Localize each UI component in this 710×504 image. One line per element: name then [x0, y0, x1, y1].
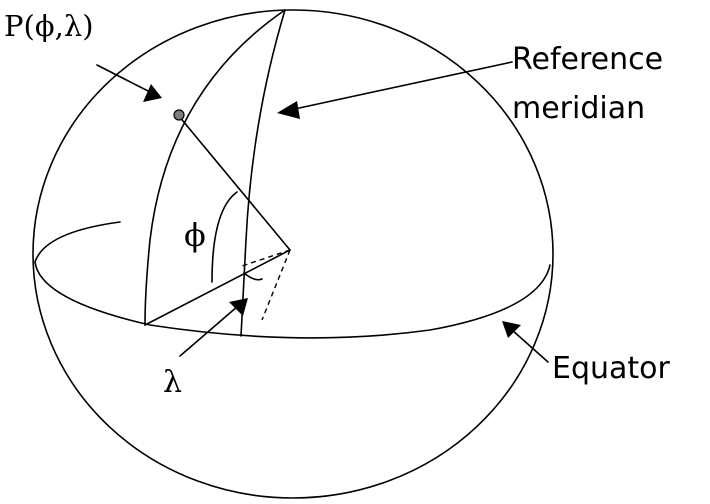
- point-label-arrowhead: [143, 84, 162, 102]
- meridian-label-arrow-line: [289, 61, 513, 111]
- lambda-label-arrowhead: [229, 298, 248, 316]
- point-label: P(ϕ,λ): [4, 9, 94, 43]
- point-p-marker: [173, 109, 185, 121]
- lambda-label-arrow-line: [179, 305, 239, 357]
- equator-label: Equator: [552, 351, 671, 386]
- point-label-arrow-line: [96, 64, 151, 93]
- latitude-label: ϕ: [184, 216, 206, 254]
- meridian-label-arrowhead: [277, 101, 300, 119]
- reference-meridian-label-line1: Reference: [512, 42, 663, 77]
- equator-label-arrowhead: [502, 321, 521, 338]
- equator-curve: [34, 261, 551, 339]
- longitude-label: λ: [163, 365, 182, 400]
- equator-label-arrow-line: [511, 329, 549, 363]
- radius-to-equator: [144, 249, 291, 326]
- equator-back-arc: [34, 221, 121, 263]
- center-dashed-lines: [241, 249, 291, 321]
- phi-angle-arc: [211, 191, 238, 283]
- reference-meridian: [240, 9, 286, 337]
- point-meridian: [144, 9, 286, 326]
- radius-to-point: [177, 114, 291, 251]
- reference-meridian-label-line2: meridian: [512, 91, 645, 126]
- sphere-outline: [32, 9, 554, 499]
- lambda-angle-arc: [243, 272, 263, 281]
